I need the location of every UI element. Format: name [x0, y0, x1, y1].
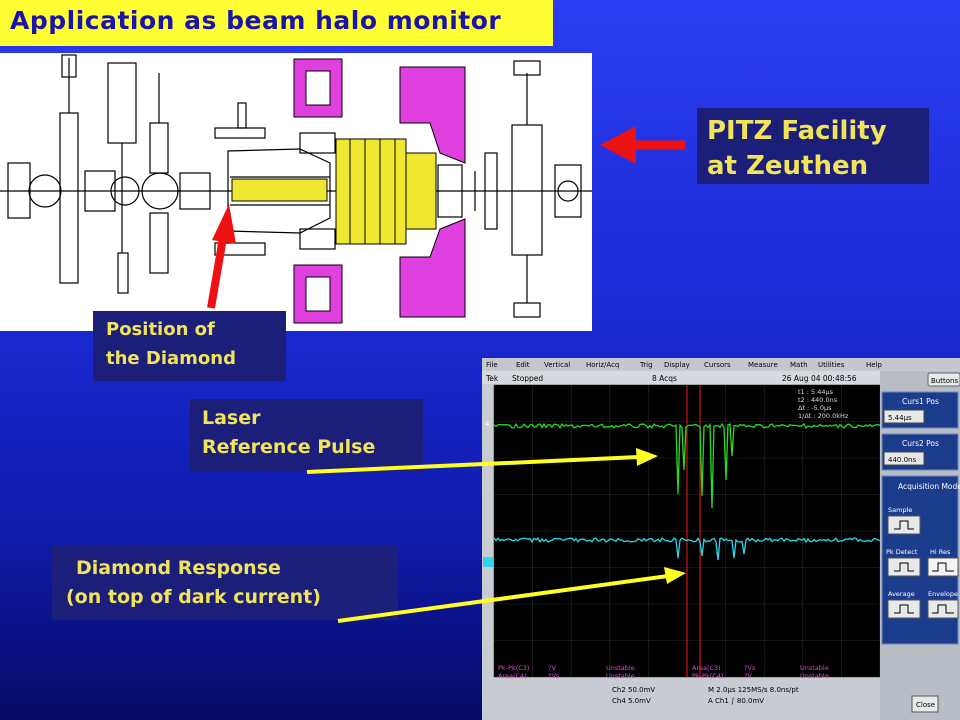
menu-item: Edit — [516, 361, 530, 369]
hi-res-label: Hi Res — [930, 548, 951, 556]
meas-value: ?V — [744, 672, 752, 680]
laser-label-line1: Laser — [202, 407, 261, 429]
meas-status: Unstable — [606, 672, 635, 680]
close-button[interactable]: Close — [911, 695, 939, 713]
diamond-label-line1: Diamond Response — [76, 557, 281, 579]
curs1-title: Curs1 Pos — [902, 397, 939, 406]
meas-label: Pk-Pk(C4) — [692, 672, 723, 680]
menu-item: Vertical — [544, 361, 570, 369]
laser-label-line2: Reference Pulse — [202, 436, 376, 458]
curs1-value: 5.44µs — [888, 414, 912, 422]
meas-status: Unstable — [800, 664, 829, 672]
average-button[interactable] — [887, 599, 921, 619]
readout-line: t2 : 440.0ns — [798, 396, 838, 404]
sample-button[interactable] — [887, 515, 921, 535]
position-label-line1: Position of — [106, 319, 215, 340]
meas-status: Unstable — [800, 672, 829, 680]
curs2-title: Curs2 Pos — [902, 439, 939, 448]
laser-trace — [493, 422, 881, 509]
pitz-facility-label: PITZ Facility at Zeuthen — [697, 108, 929, 184]
trigger-setting: A Ch1 ∫ 80.0mV — [708, 697, 764, 705]
menu-item: Math — [790, 361, 808, 369]
meas-label: Area(C3) — [692, 664, 721, 672]
diamond-label-line2: (on top of dark current) — [66, 586, 321, 608]
red-arrow-left-icon — [600, 126, 685, 164]
ch4-scale: Ch4 5.0mV — [612, 697, 651, 705]
ch2-scale: Ch2 50.0mV — [612, 686, 655, 694]
meas-value: ?Vs — [548, 672, 560, 680]
curs2-field[interactable] — [883, 451, 925, 466]
buttons-label: Buttons — [931, 377, 958, 385]
scope-menu-bar: File Edit Vertical Horiz/Acq Trig Displa… — [486, 361, 883, 369]
timebase: M 2.0µs 125MS/s 8.0ns/pt — [708, 686, 799, 694]
pk-detect-button[interactable] — [887, 557, 921, 577]
diamond-trace — [493, 537, 881, 561]
readout-line: t1 : 5.44µs — [798, 388, 834, 396]
diamond-position-label: Position of the Diamond — [93, 311, 286, 381]
pk-detect-label: Pk Detect — [886, 548, 918, 556]
readout-line: 1/Δt : 200.0kHz — [798, 412, 849, 420]
close-label: Close — [916, 701, 935, 709]
status-mode: Stopped — [512, 374, 543, 383]
position-label-line2: the Diamond — [106, 348, 236, 369]
meas-label: Area(C4) — [498, 672, 527, 680]
menu-item: Cursors — [704, 361, 731, 369]
menu-item: File — [486, 361, 498, 369]
slide-title: Application as beam halo monitor — [0, 0, 553, 46]
readout-line: Δt : -5.0µs — [798, 404, 832, 412]
menu-item: Help — [866, 361, 883, 369]
pitz-label-line2: at Zeuthen — [707, 151, 869, 181]
menu-item: Horiz/Acq — [586, 361, 619, 369]
menu-item: Utilities — [818, 361, 845, 369]
average-label: Average — [888, 590, 915, 598]
sample-label: Sample — [888, 506, 912, 514]
hi-res-button[interactable] — [927, 557, 959, 577]
pitz-label-line1: PITZ Facility — [707, 116, 887, 146]
meas-value: ?Vs — [744, 664, 756, 672]
oscilloscope-screenshot: File Edit Vertical Horiz/Acq Trig Displa… — [482, 358, 960, 720]
channel-marker: 4 — [485, 420, 490, 428]
meas-status: Unstable — [606, 664, 635, 672]
status-tek: Tek — [485, 374, 499, 383]
menu-item: Display — [664, 361, 690, 369]
ch4-ground-marker — [483, 557, 493, 567]
cursor-readout: t1 : 5.44µs t2 : 440.0ns Δt : -5.0µs 1/Δ… — [798, 388, 849, 420]
menu-item: Trig — [639, 361, 653, 369]
buttons-toggle[interactable]: Buttons — [927, 372, 960, 387]
menu-item: Measure — [748, 361, 778, 369]
curs1-field[interactable] — [883, 409, 925, 424]
laser-reference-label: Laser Reference Pulse — [190, 399, 423, 471]
measurement-readout: Pk-Pk(C3) ?V Unstable Area(C3) ?Vs Unsta… — [498, 664, 829, 680]
curs2-value: 440.0ns — [888, 456, 916, 464]
envelope-label: Envelope — [928, 590, 958, 598]
status-acqs: 8 Acqs — [652, 374, 677, 383]
acq-title: Acquisition Mode — [898, 482, 960, 491]
meas-label: Pk-Pk(C3) — [498, 664, 529, 672]
diamond-response-label: Diamond Response (on top of dark current… — [52, 545, 398, 620]
envelope-button[interactable] — [927, 599, 959, 619]
pitz-beamline-diagram — [0, 53, 592, 331]
status-date: 26 Aug 04 00:48:56 — [782, 374, 857, 383]
meas-value: ?V — [548, 664, 556, 672]
